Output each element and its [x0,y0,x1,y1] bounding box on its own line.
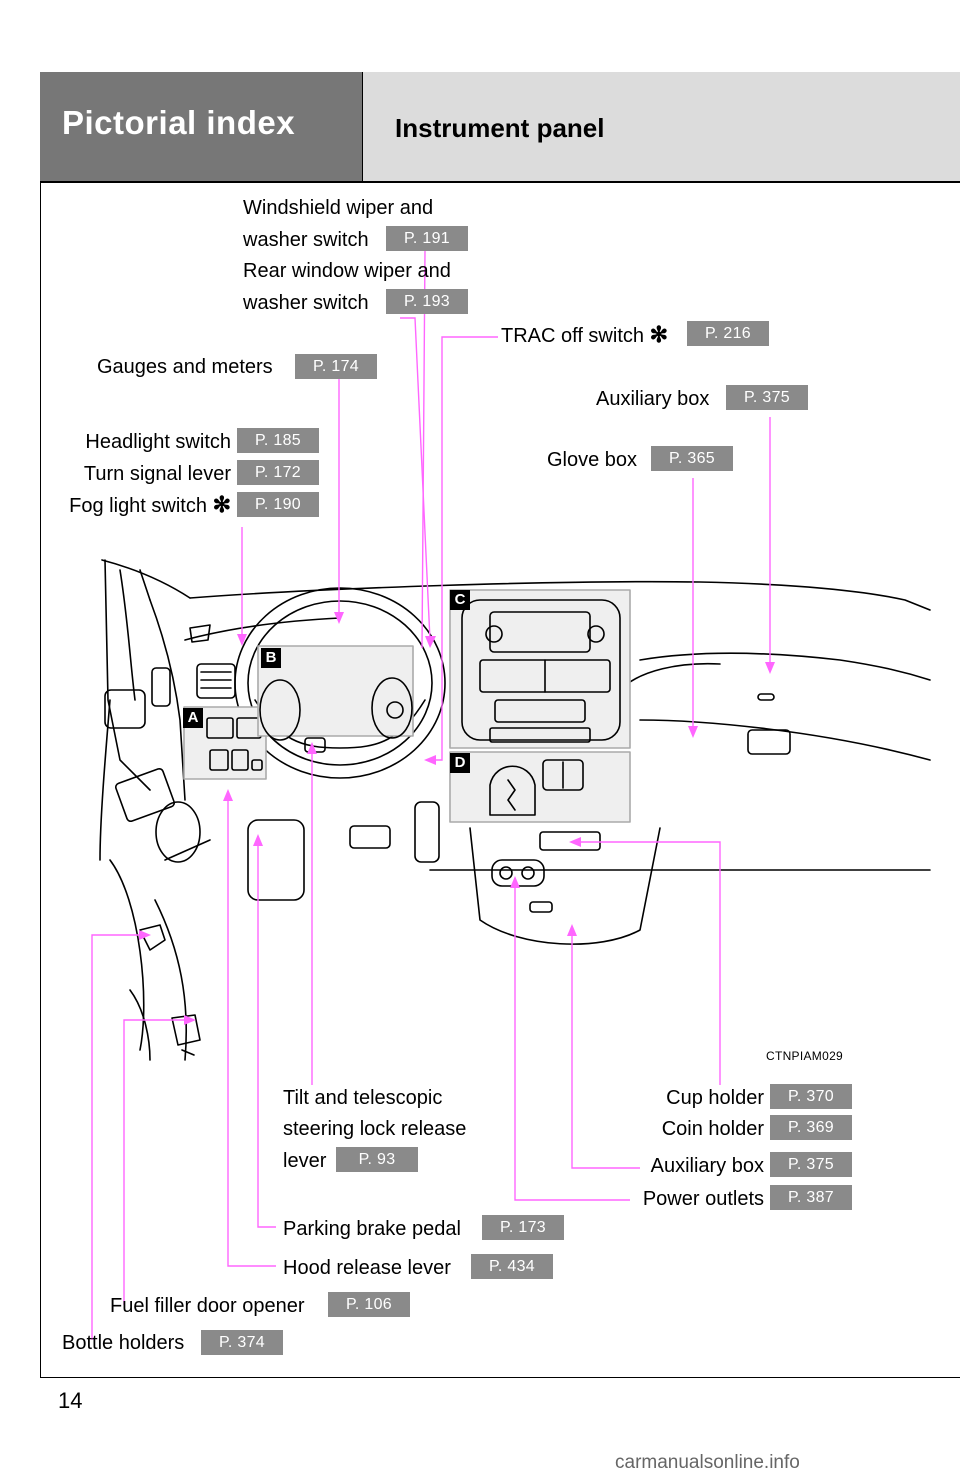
glove-box-page-ref[interactable]: P. 365 [651,446,733,471]
cup-holder-label: Cup holder [666,1087,764,1109]
power-outlets-page-ref[interactable]: P. 387 [770,1185,852,1210]
windshield-wiper-label-1: Windshield wiper and [243,197,434,219]
aux-box-upper-page-ref[interactable]: P. 375 [726,385,808,410]
subtitle-header-box [363,72,960,182]
gauges-label: Gauges and meters [97,356,273,378]
coin-holder-page-ref[interactable]: P. 369 [770,1115,852,1140]
glove-box-label: Glove box [547,449,638,471]
rear-wiper-label-2: washer switch [243,292,369,314]
aux-box-upper-label: Auxiliary box [596,388,710,410]
bottle-holders-page-ref[interactable]: P. 374 [201,1330,283,1355]
hood-release-label: Hood release lever [283,1257,451,1279]
trac-off-label: TRAC off switch ✻ [501,323,668,348]
watermark: carmanualsonline.info [615,1452,800,1473]
bottle-holders-label: Bottle holders [62,1332,185,1354]
windshield-wiper-page-ref[interactable]: P. 191 [386,226,468,251]
cup-holder-page-ref[interactable]: P. 370 [770,1084,852,1109]
tilt-page-ref[interactable]: P. 93 [336,1147,418,1172]
leader-arrowheads [139,612,775,1025]
fog-light-text: Fog light switch [69,495,207,517]
option-mark-icon: ✻ [649,322,668,347]
tilt-label-2: steering lock release [283,1118,467,1140]
turn-signal-page-ref[interactable]: P. 172 [237,460,319,485]
diagram-code: CTNPIAM029 [766,1049,844,1063]
gauges-page-ref[interactable]: P. 174 [295,354,377,379]
rear-wiper-page-ref[interactable]: P. 193 [386,289,468,314]
zone-a-marker: A [183,708,203,728]
windshield-wiper-label-2: washer switch [243,229,369,251]
aux-box-lower-page-ref[interactable]: P. 375 [770,1152,852,1177]
fuel-filler-page-ref[interactable]: P. 106 [328,1292,410,1317]
turn-signal-label: Turn signal lever [83,463,231,485]
trac-off-page-ref[interactable]: P. 216 [687,321,769,346]
hood-release-page-ref[interactable]: P. 434 [471,1254,553,1279]
section-title: Pictorial index [62,104,296,141]
rear-wiper-label-1: Rear window wiper and [243,260,451,282]
trac-off-text: TRAC off switch [501,325,644,347]
fuel-filler-label: Fuel filler door opener [110,1295,305,1317]
aux-box-lower-label: Auxiliary box [650,1155,764,1177]
page-number: 14 [58,1388,83,1413]
section-header-box [40,72,363,182]
headlight-label: Headlight switch [85,431,231,453]
fog-light-label: Fog light switch ✻ [40,493,231,518]
zone-d-marker: D [450,753,470,773]
headlight-page-ref[interactable]: P. 185 [237,428,319,453]
dashboard-line-art [99,559,931,1061]
page-subtitle: Instrument panel [395,113,605,143]
parking-brake-label: Parking brake pedal [283,1218,461,1240]
tilt-label-1: Tilt and telescopic [283,1087,443,1109]
tilt-label-3: lever [283,1150,327,1172]
coin-holder-label: Coin holder [661,1118,764,1140]
fog-light-page-ref[interactable]: P. 190 [237,492,319,517]
zone-c-marker: C [450,590,470,610]
parking-brake-page-ref[interactable]: P. 173 [482,1215,564,1240]
power-outlets-label: Power outlets [642,1188,764,1210]
zone-b-marker: B [261,648,281,668]
header-divider [40,181,960,183]
option-mark-icon: ✻ [212,492,231,517]
